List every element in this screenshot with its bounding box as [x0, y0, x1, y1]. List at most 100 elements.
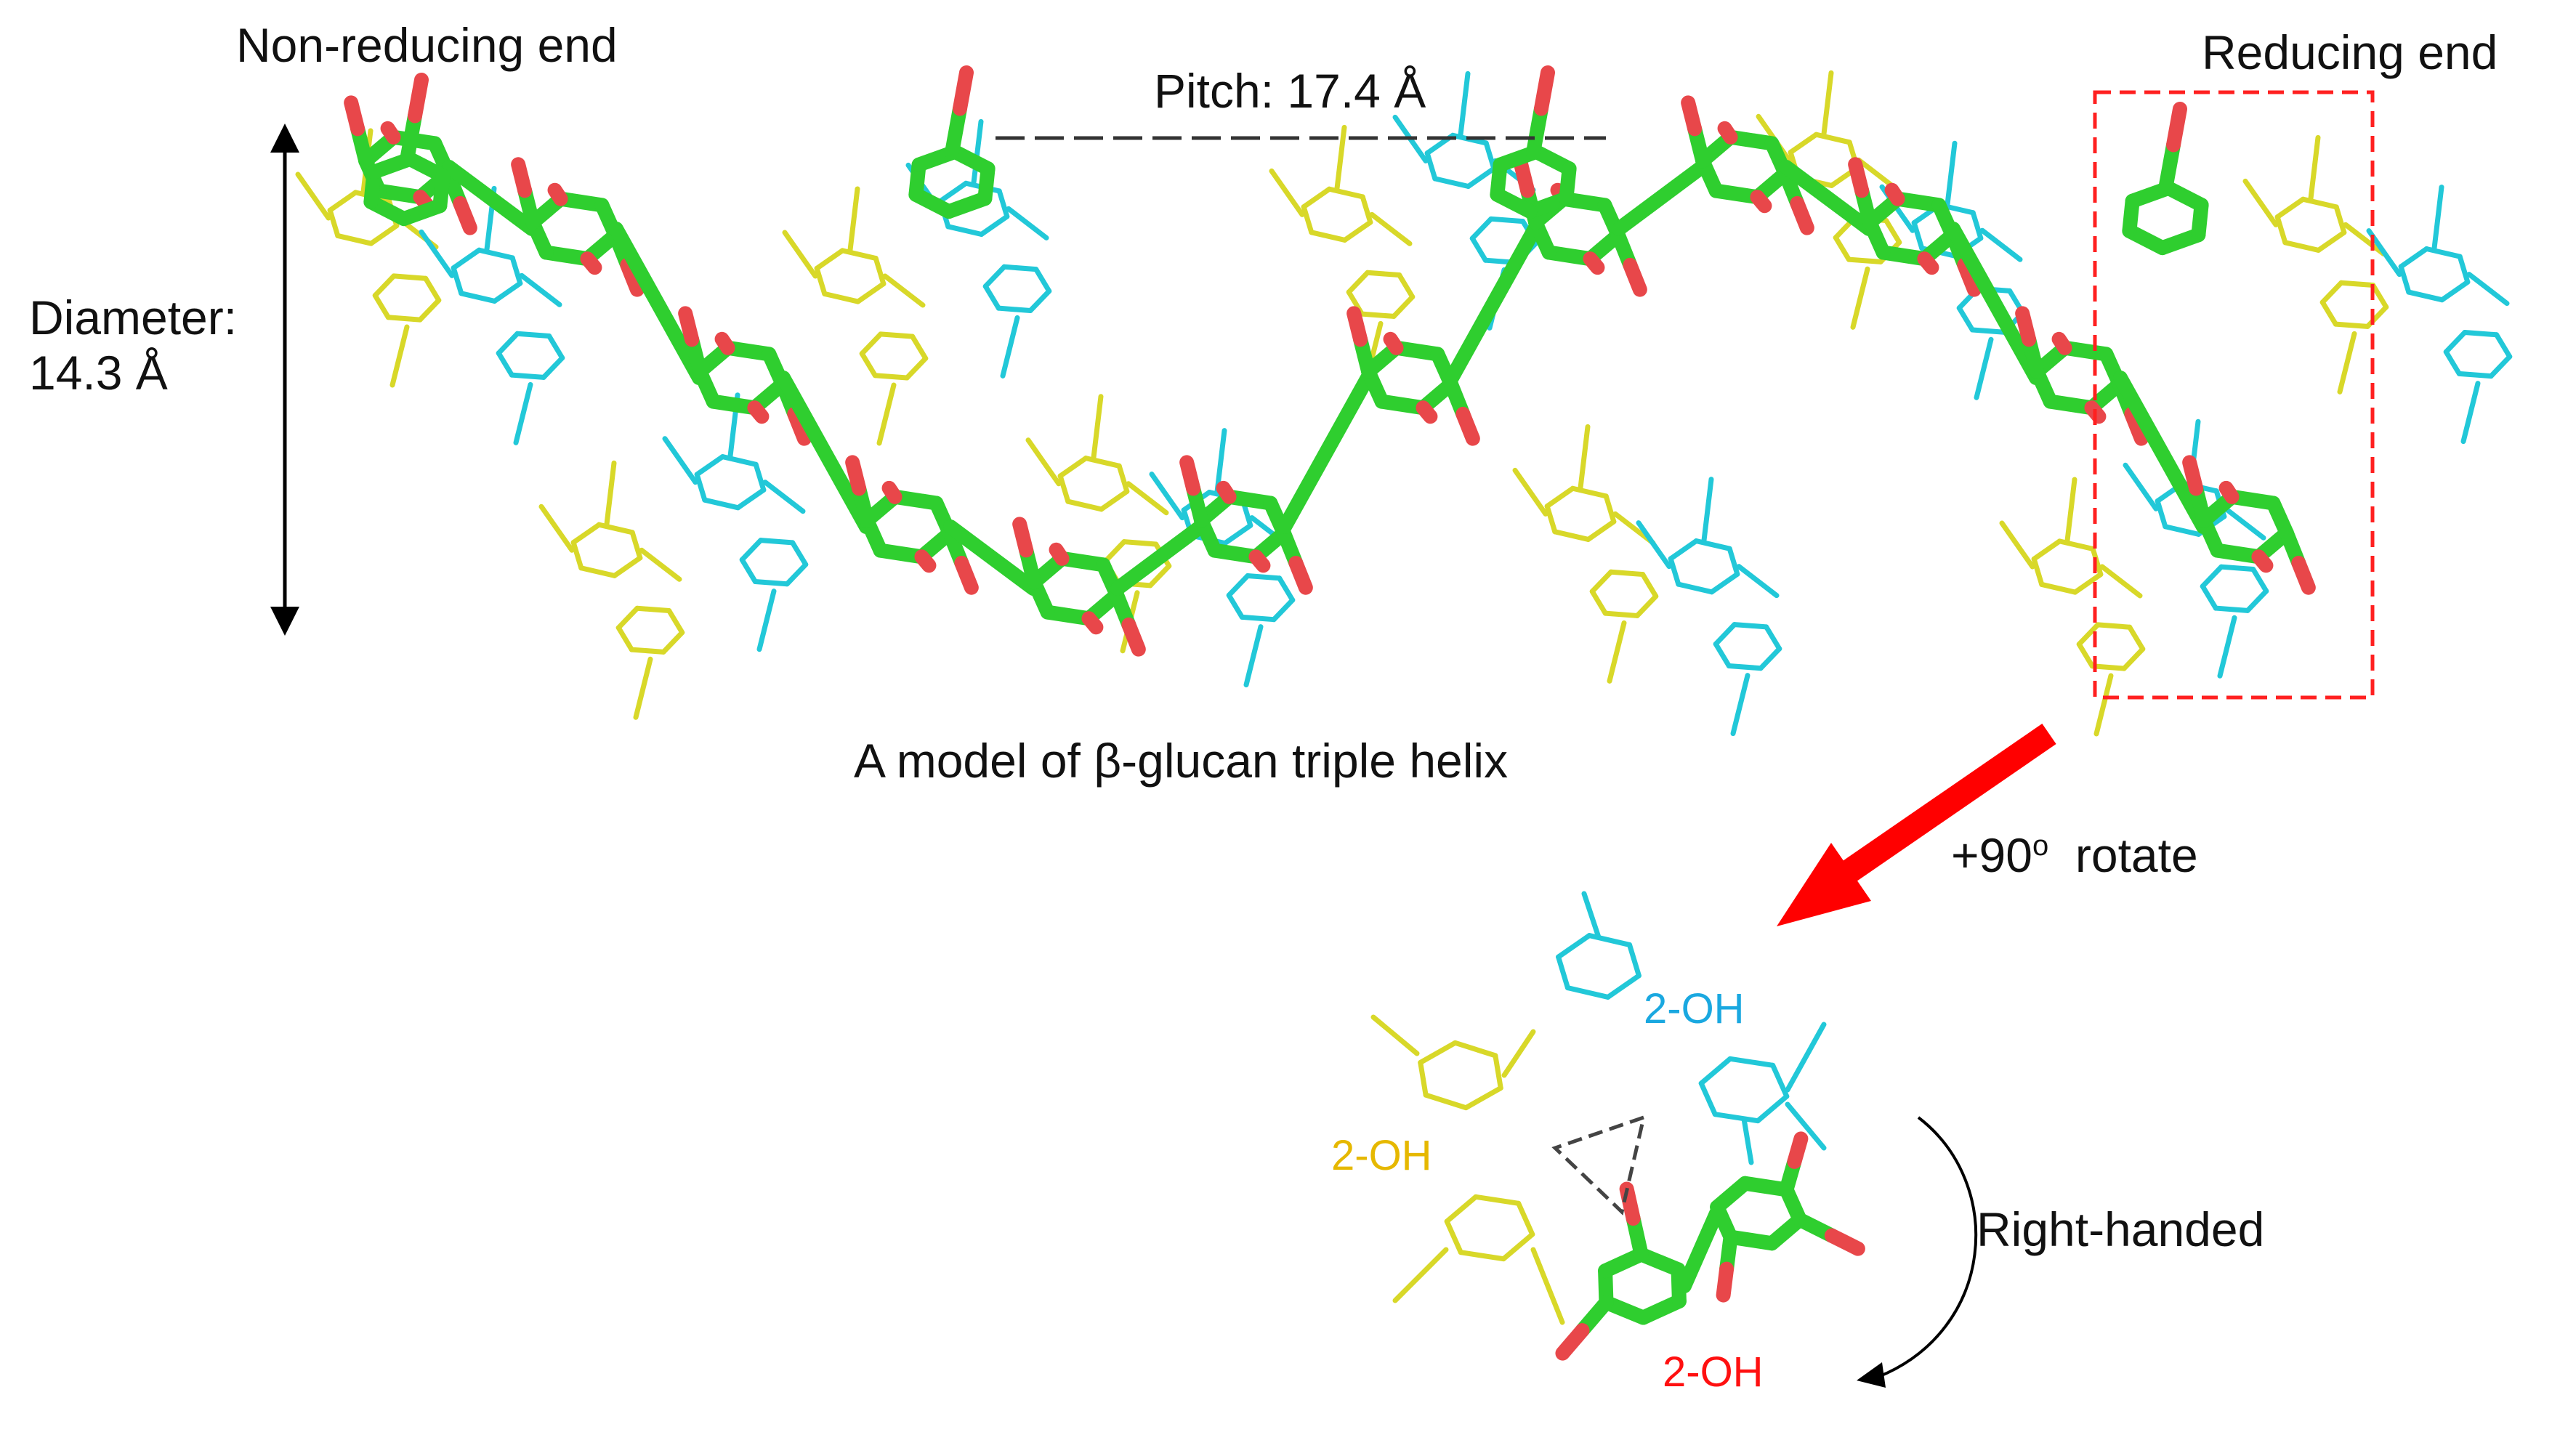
cyan-bond [1000, 315, 1020, 379]
hydroxyl-stick [1681, 95, 1703, 137]
cyan-bond [1668, 556, 1681, 587]
diameter-label-line2: 14.3 Å [29, 345, 168, 400]
oxygen-atom [881, 480, 903, 504]
glycosidic-bond [1277, 371, 1375, 535]
yellow-bond [822, 291, 861, 304]
yellow-bond [1057, 456, 1089, 479]
yellow-bond [1309, 230, 1348, 243]
cyan-bond [1785, 1022, 1827, 1093]
cyan-bond [2398, 246, 2429, 270]
yellow-bond [1607, 620, 1627, 684]
cyan-bond [1277, 575, 1296, 603]
cyan-bond [1712, 1112, 1761, 1124]
yellow-bond [2031, 538, 2062, 562]
oxygen-atom [1416, 400, 1438, 424]
yellow-bond [2095, 622, 2133, 630]
yellow-bond [1473, 1194, 1522, 1206]
oxygen-atom [1583, 251, 1605, 275]
yellow-bond [2337, 331, 2357, 395]
cyan-bond [982, 283, 1001, 311]
yellow-bond [327, 207, 341, 238]
yellow-bond [596, 522, 635, 535]
cyan-bond [2163, 524, 2202, 537]
yellow-bond [327, 190, 358, 213]
yellow-bond [904, 355, 929, 381]
yellow-bond [570, 522, 602, 546]
cyan-bond [541, 355, 565, 380]
yellow-bond [1025, 437, 1062, 487]
cyan-bond [739, 557, 758, 584]
oxygen-atom [1383, 331, 1404, 355]
oxygen-atom [1717, 121, 1738, 145]
right-handed-curve-arrow [1878, 1116, 1978, 1378]
cyan-bond [2223, 506, 2266, 541]
yellow-bond [295, 171, 331, 221]
yellow-bond [2099, 564, 2143, 599]
glycosidic-bond [776, 371, 873, 535]
cyan-bond [519, 272, 562, 307]
cyan-bond [790, 540, 809, 567]
cyan-bond [1222, 522, 1253, 546]
cyan-bond [2423, 246, 2463, 259]
cyan-bond [945, 224, 985, 237]
oxygen-atom [580, 251, 602, 275]
yellow-bond [1463, 1085, 1503, 1111]
oxygen-atom [1884, 182, 1905, 206]
yellow-bond [389, 324, 410, 388]
glycosidic-bond [1779, 160, 1876, 236]
hydroxyl-stick [453, 195, 477, 235]
reducing-end-box [2093, 90, 2375, 700]
rotate-word: rotate [2075, 828, 2198, 882]
cyan-bond [1785, 1101, 1827, 1151]
glycosidic-bond [1677, 1206, 1724, 1293]
glycosidic-bond [1612, 160, 1709, 236]
oxygen-atom [547, 182, 568, 206]
cyan-bond [1736, 564, 1780, 599]
yellow-bond [814, 248, 845, 271]
cyan-bond [1271, 597, 1296, 623]
cyan-bond [1755, 1093, 1790, 1124]
yellow-bond [2076, 622, 2101, 647]
yellow-bond [2039, 581, 2078, 595]
yellow-bond [1269, 168, 1305, 217]
cyan-bond [2213, 605, 2250, 613]
hydroxyl-stick [2158, 137, 2181, 196]
cyan-bond [1226, 592, 1245, 620]
cyan-bond [513, 381, 533, 445]
yellow-bond [1444, 1194, 1479, 1224]
hydroxyl-stick [1346, 306, 1368, 347]
cyan-bond [1027, 288, 1052, 313]
cyan-bond [996, 188, 1010, 219]
hydroxyl-stick [1534, 65, 1555, 116]
green-ring-bond [1559, 161, 1577, 206]
cyan-bond [1970, 210, 1984, 241]
yellow-bond [2072, 572, 2104, 595]
yellow-bond [2370, 283, 2389, 310]
cyan-bond [1226, 573, 1251, 598]
diameter-label-line1: Diameter: [29, 291, 238, 344]
yellow-bond [666, 608, 685, 636]
yellow-bond [1346, 270, 1370, 295]
yellow-bond [1102, 539, 1127, 564]
rotate-arrow [1777, 723, 2056, 926]
cyan-bond [1239, 614, 1277, 623]
cyan-bond [509, 372, 546, 380]
cyan-bond [546, 333, 565, 361]
cyan-bond [1488, 216, 1526, 225]
yellow-bond [391, 273, 429, 281]
hydroxyl-stick [954, 555, 979, 595]
right-handed-label: Right-handed [1976, 1202, 2265, 1256]
hydroxyl-stick [1179, 455, 1201, 496]
cyan-bond [2155, 498, 2168, 530]
hydroxyl-stick [1957, 257, 1982, 297]
hydroxyl-stick [1716, 1261, 1735, 1303]
yellow-bond [538, 503, 575, 553]
yellow-bond [1121, 539, 1159, 547]
hydroxyl-stick [344, 95, 366, 137]
cyan-bond [1006, 206, 1049, 240]
yellow-bond [1788, 132, 1819, 155]
glycosidic-bond [1946, 221, 2043, 385]
yellow-bond [2319, 280, 2344, 305]
cyan-bond [1956, 305, 1975, 333]
oxygen-atom [1081, 611, 1104, 635]
